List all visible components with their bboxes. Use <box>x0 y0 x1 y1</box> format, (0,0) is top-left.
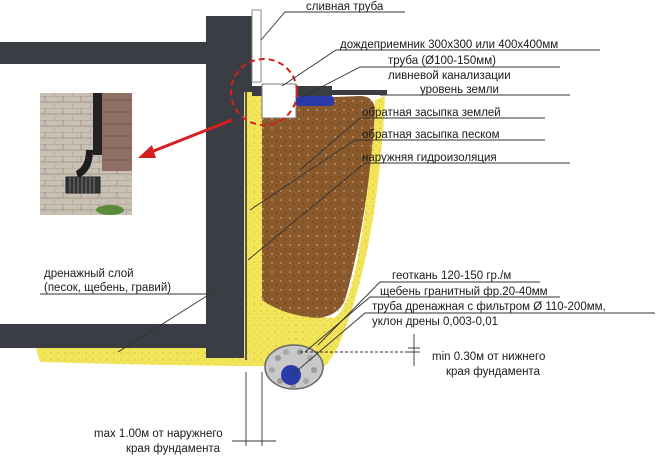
pointer-arrow <box>145 118 233 156</box>
photo-inset <box>40 93 132 215</box>
label-max-dist-line2: края фундамента <box>126 443 221 455</box>
dimension-lines <box>232 334 420 446</box>
downpipe <box>251 9 262 83</box>
label-max-dist-line1: max 1.00м от наружнего <box>94 428 223 440</box>
label-geotextile: геоткань 120-150 гр./м <box>392 270 511 282</box>
label-backfill-sand: обратная засыпка песком <box>362 129 500 141</box>
label-min-dist-line1: min 0.30м от нижнего <box>432 351 545 363</box>
leader-lines <box>40 11 655 376</box>
pointer-arrow-head <box>138 145 156 158</box>
label-downpipe: сливная труба <box>306 1 384 13</box>
label-gravel: щебень гранитный фр.20-40мм <box>380 286 548 298</box>
foundation <box>0 16 252 358</box>
label-ground-level: уровень земли <box>420 84 499 96</box>
label-pipe-line2: ливневой канализации <box>388 70 511 82</box>
storm-pipe <box>296 96 334 106</box>
drain-pipe-assembly <box>264 344 324 390</box>
label-waterproofing: наружняя гидроизоляция <box>362 152 497 164</box>
label-drain-layer-line1: дренажный слой <box>44 268 134 280</box>
label-min-dist-line2: края фундамента <box>446 366 541 378</box>
label-gully: дождеприемник 300х300 или 400х400мм <box>340 39 558 51</box>
label-drain-layer-line2: (песок, щебень, гравий) <box>44 282 171 294</box>
label-drain-pipe-line1: труба дренажная с фильтром Ø 110-200мм, <box>372 301 606 313</box>
rain-gully <box>261 83 297 119</box>
label-pipe-line1: труба (Ø100-150мм) <box>388 55 496 67</box>
highlight-circle <box>230 58 298 126</box>
label-backfill-soil: обратная засыпка землей <box>362 107 501 119</box>
label-drain-pipe-line2: уклон дрены 0,003-0,01 <box>372 316 498 328</box>
